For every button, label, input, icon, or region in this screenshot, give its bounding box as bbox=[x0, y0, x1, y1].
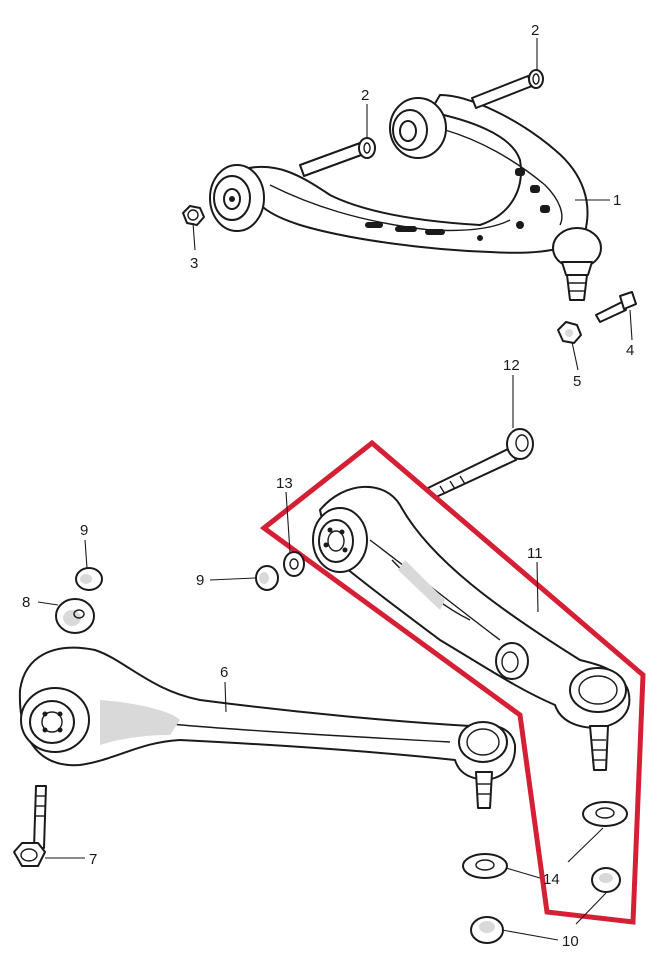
highlight-outline bbox=[259, 439, 646, 925]
spacer-9-center bbox=[255, 565, 279, 591]
callout-11: 11 bbox=[527, 545, 543, 562]
callout-labels: 2 2 1 3 4 5 12 13 11 9 9 8 6 7 14 10 bbox=[22, 22, 634, 950]
nut-10-left bbox=[470, 916, 504, 944]
upper-arm-ball-joint bbox=[552, 227, 602, 301]
callout-2-rear: 2 bbox=[531, 22, 539, 39]
nut-3 bbox=[182, 205, 205, 226]
callout-7: 7 bbox=[89, 851, 97, 868]
callout-8: 8 bbox=[22, 594, 30, 611]
callout-5: 5 bbox=[573, 373, 581, 390]
callout-12: 12 bbox=[503, 357, 520, 374]
washer-14-left bbox=[462, 853, 508, 879]
callout-10: 10 bbox=[562, 933, 579, 950]
bolt-2-rear bbox=[471, 69, 544, 109]
bolt-2-front bbox=[299, 137, 376, 177]
spacer-9-left bbox=[75, 567, 103, 591]
upper-arm-slots bbox=[365, 168, 550, 241]
bolt-12 bbox=[427, 428, 534, 499]
callout-9-left: 9 bbox=[80, 522, 88, 539]
callout-2-front: 2 bbox=[361, 87, 369, 104]
upper-arm-rear-bushing bbox=[389, 97, 447, 159]
washer-13 bbox=[283, 551, 305, 577]
callout-4: 4 bbox=[626, 342, 634, 359]
bolt-4 bbox=[595, 291, 637, 323]
bolt-7 bbox=[13, 785, 47, 867]
callout-13: 13 bbox=[276, 475, 293, 492]
upper-control-arm bbox=[209, 94, 602, 301]
washer-14-right bbox=[582, 801, 628, 827]
lower-control-arm-6 bbox=[18, 646, 517, 809]
callout-9-center: 9 bbox=[196, 572, 204, 589]
callout-6: 6 bbox=[220, 664, 228, 681]
lower-control-arm-11 bbox=[312, 485, 631, 771]
insert-8 bbox=[55, 598, 95, 634]
nut-10-right bbox=[591, 867, 621, 893]
callout-3: 3 bbox=[190, 255, 198, 272]
callout-1: 1 bbox=[613, 192, 621, 209]
leader-lines bbox=[37, 38, 633, 941]
nut-5 bbox=[557, 321, 582, 344]
callout-14: 14 bbox=[543, 871, 560, 888]
upper-arm-front-bushing bbox=[209, 164, 265, 232]
